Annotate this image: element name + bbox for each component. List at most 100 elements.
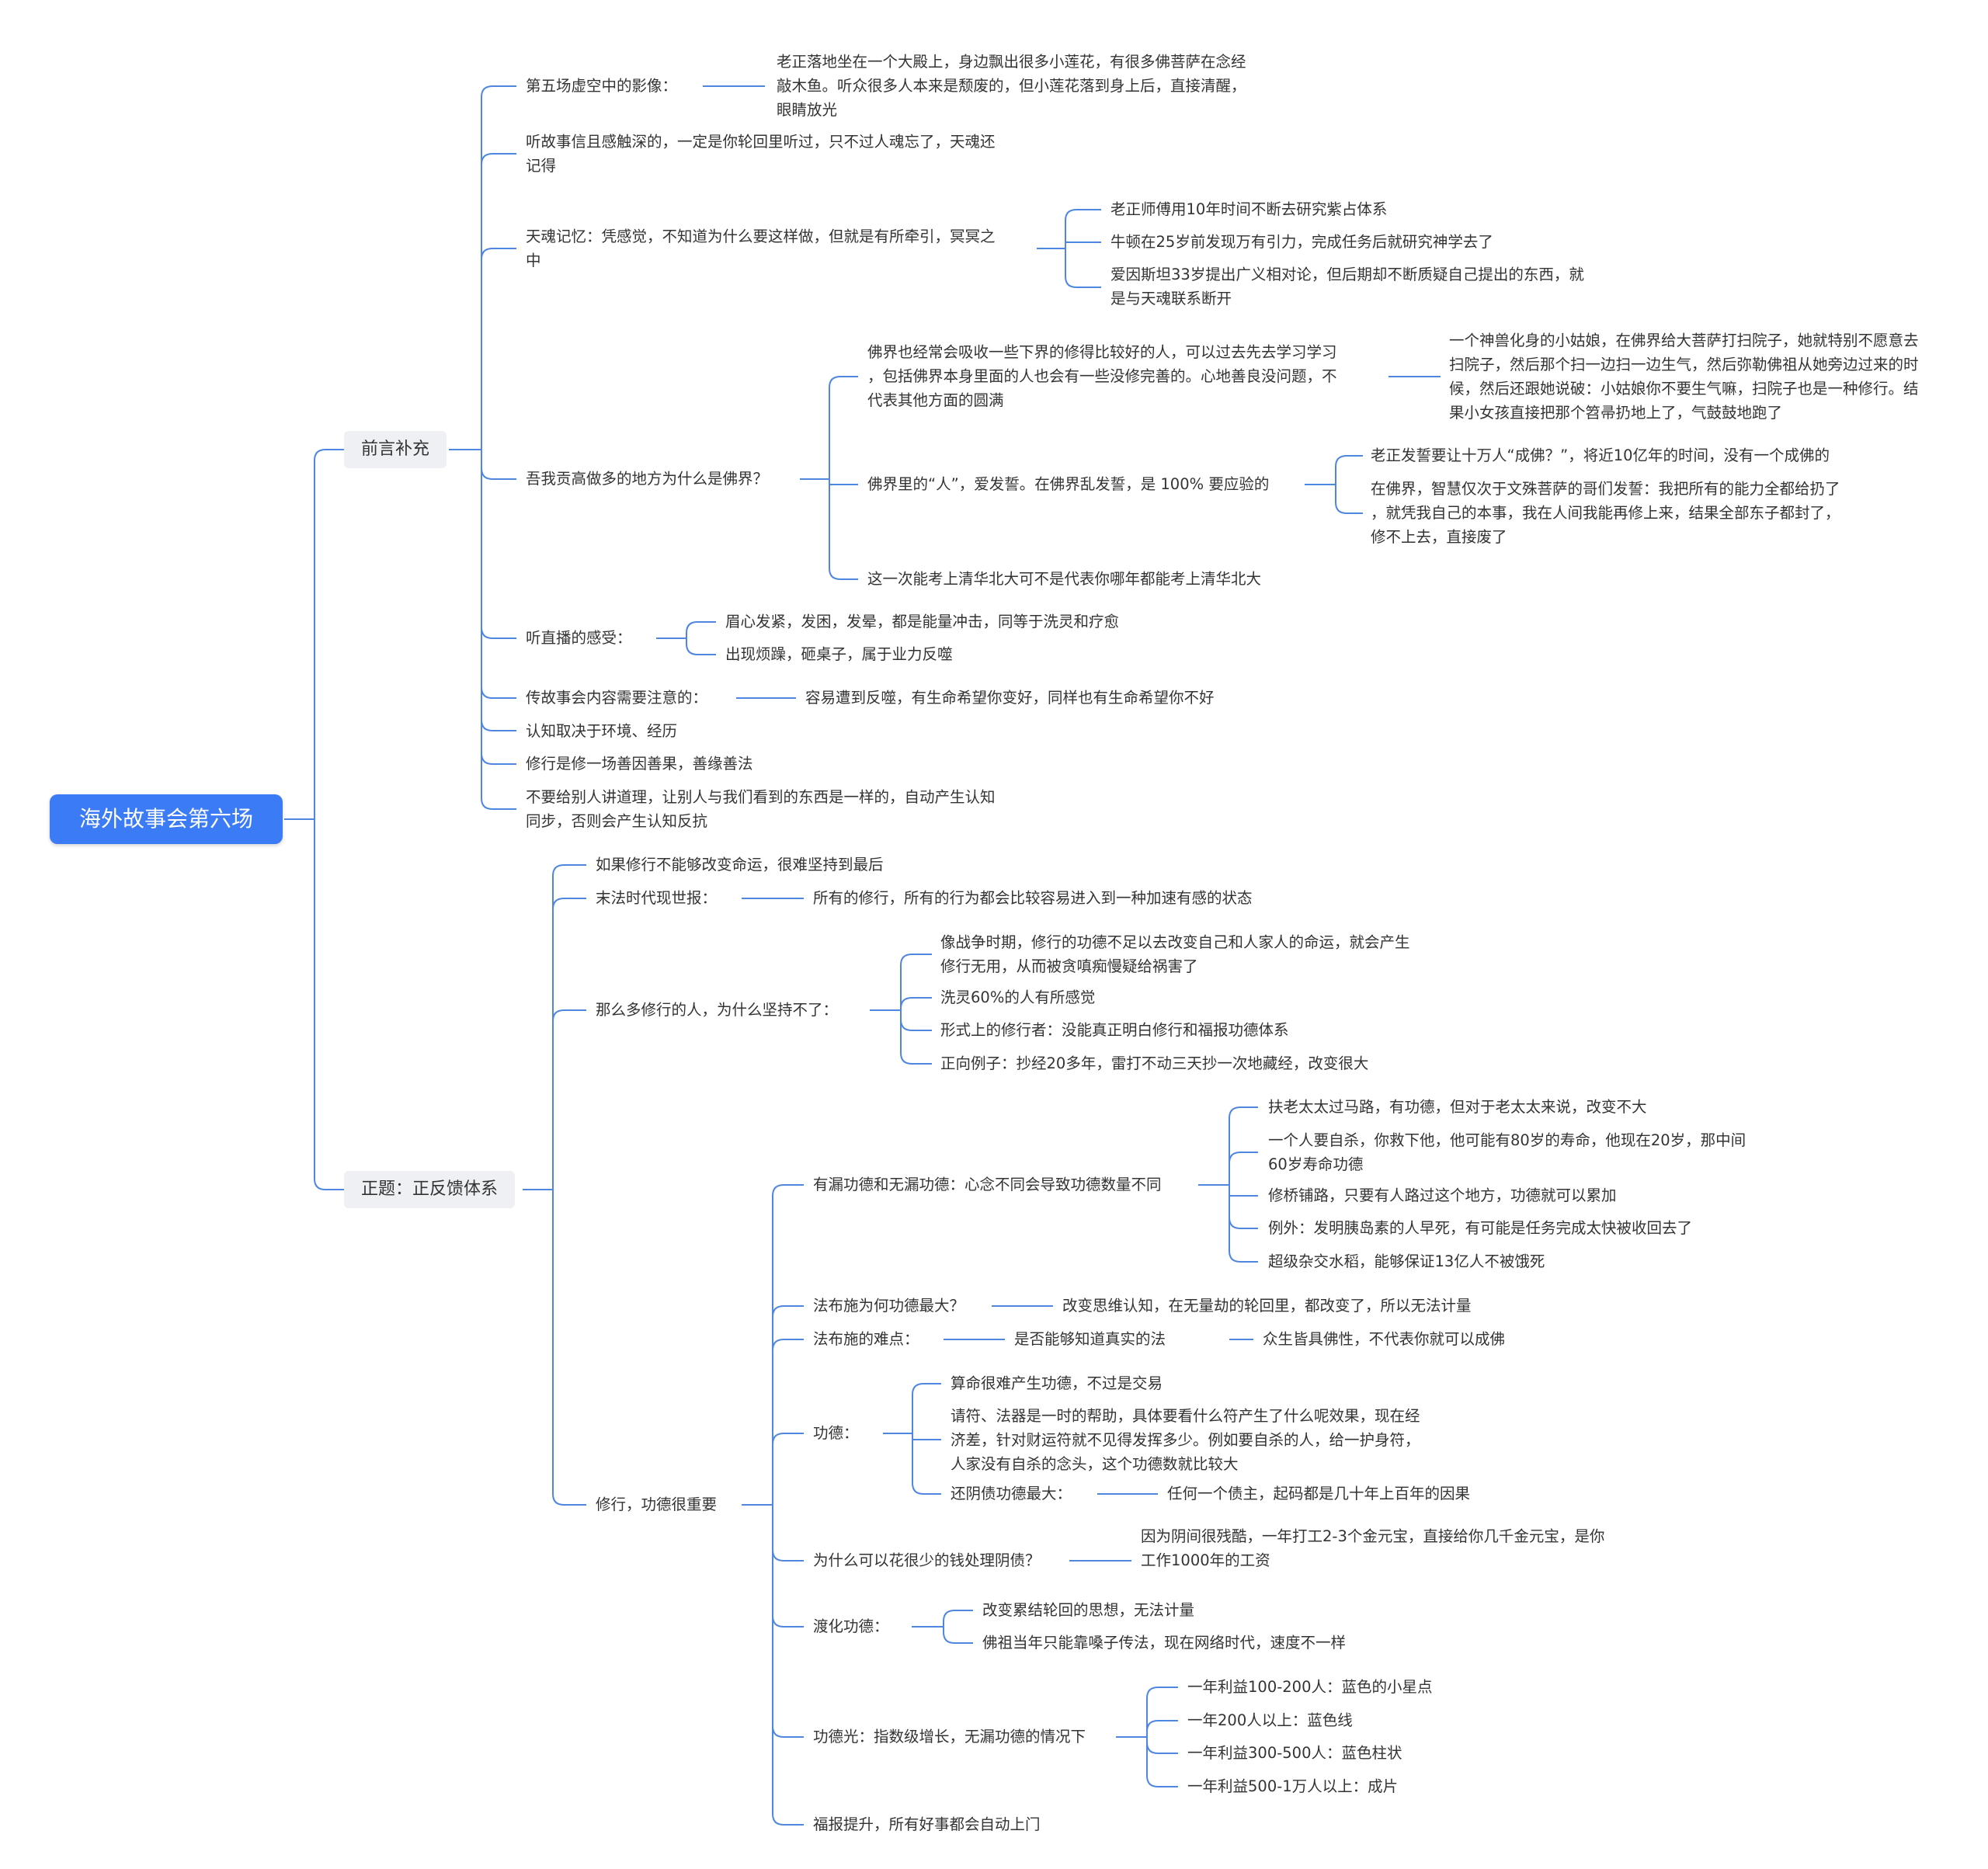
item-oaths-in-buddha-realm[interactable]: 佛界里的“人”，爱发誓。在佛界乱发誓，是 100% 要应验的 [867,475,1270,493]
sub-merit-light[interactable]: 功德光：指数级增长，无漏功德的情况下 [813,1728,1086,1746]
connector-line [481,153,516,165]
item-light-300-500[interactable]: 一年利益300-500人：蓝色柱状 [1187,1744,1402,1762]
text-line: 老正落地坐在一个大殿上，身边飘出很多小莲花，有很多佛菩萨在念经 [777,53,1246,71]
topic-no-preaching[interactable]: 不要给别人讲道理，让别人与我们看到的东西是一样的，自动产生认知同步，否则会产生认… [526,785,996,833]
text-line: 不要给别人讲道理，让别人与我们看到的东西是一样的，自动产生认知 [526,788,996,806]
detail-true-dharma[interactable]: 是否能够知道真实的法 [1014,1330,1166,1348]
text-line: 中 [526,252,541,269]
connector-line [1146,1775,1178,1787]
item-repay-yin-debt[interactable]: 还阴债功德最大： [951,1485,1072,1502]
text-line: 因为阴间很残酷，一年打工2-3个金元宝，直接给你几千金元宝，是你 [1141,1527,1605,1545]
connector-line [1146,1720,1178,1732]
text-line: 一个神兽化身的小姑娘，在佛界给大菩萨打扫院子，她就特别不愿意去 [1449,332,1919,349]
text-line: 修不上去，直接废了 [1371,528,1507,546]
topic-cognition-environment[interactable]: 认知取决于环境、经历 [526,722,678,740]
topic-cultivation-good-cause[interactable]: 修行是修一场善因善果，善缘善法 [526,755,753,773]
item-build-bridges[interactable]: 修桥铺路，只要有人路过这个地方，功德就可以累加 [1268,1186,1617,1204]
connector-line [314,449,344,461]
detail-dharma-giving-greatest[interactable]: 改变思维认知，在无量劫的轮回里，都改变了，所以无法计量 [1062,1297,1472,1315]
topic-buddha-realm-question[interactable]: 吾我贡高做多的地方为什么是佛界？ [526,470,769,488]
topic-merit-important[interactable]: 修行，功德很重要 [596,1496,718,1513]
connector-line [481,719,516,731]
item-help-old-lady[interactable]: 扶老太太过马路，有功德，但对于老太太来说，改变不大 [1268,1098,1647,1116]
item-newton[interactable]: 牛顿在25岁前发现万有引力，完成任务后就研究神学去了 [1110,233,1493,251]
connector-line [552,1009,586,1022]
item-oath-hundred-thousand[interactable]: 老正发誓要让十万人“成佛？”，将近10亿年的时间，没有一个成佛的 [1371,446,1830,464]
item-exam-analogy[interactable]: 这一次能考上清华北大可不是代表你哪年都能考上清华北大 [867,570,1262,588]
topic-change-destiny[interactable]: 如果修行不能够改变命运，很难坚持到最后 [596,856,884,874]
sub-merit-types[interactable]: 有漏功德和无漏功德：心念不同会导致功德数量不同 [813,1176,1162,1193]
connector-line [900,1019,932,1031]
text-line: 果小女孩直接把那个笤帚扔地上了，气鼓鼓地跑了 [1449,404,1783,422]
item-hybrid-rice[interactable]: 超级杂交水稻，能够保证13亿人不被饿死 [1268,1252,1545,1270]
topic-heaven-soul-memory[interactable]: 天魂记忆：凭感觉，不知道为什么要这样做，但就是有所牵引，冥冥之中 [526,224,996,273]
item-cleansing-60[interactable]: 洗灵60%的人有所感觉 [940,988,1096,1006]
detail-creditor-karma[interactable]: 任何一个债主，起码都是几十年上百年的因果 [1167,1485,1471,1502]
item-war-period[interactable]: 像战争时期，修行的功德不足以去改变自己和人家人的命运，就会产生修行无用，从而被贪… [940,930,1410,978]
connector-line [481,752,516,765]
connector-line [772,1433,804,1445]
item-insulin-inventor[interactable]: 例外：发明胰岛素的人早死，有可能是任务完成太快被收回去了 [1268,1219,1693,1237]
topic-heaven-soul-remembers[interactable]: 听故事信且感触深的，一定是你轮回里听过，只不过人魂忘了，天魂还记得 [526,130,996,178]
text-line: 天魂记忆：凭感觉，不知道为什么要这样做，但就是有所牵引，冥冥之 [526,228,996,245]
connector-line [552,864,586,877]
item-fortune-telling[interactable]: 算命很难产生功德，不过是交易 [951,1374,1163,1392]
topic-instant-karma[interactable]: 末法时代现世报： [596,889,718,907]
connector-line [943,1610,973,1622]
connector-line [481,686,516,699]
connector-line [1335,455,1363,467]
topic-spreading-caution[interactable]: 传故事会内容需要注意的： [526,689,708,707]
connector-line [943,1631,973,1644]
detail-yin-debt-cost[interactable]: 因为阴间很残酷，一年打工2-3个金元宝，直接给你几千金元宝，是你工作1000年的… [1141,1524,1604,1572]
connector-line [552,1493,586,1506]
item-positive-example[interactable]: 正向例子：抄经20多年，雷打不动三天抄一次地藏经，改变很大 [940,1054,1369,1072]
item-light-100-200[interactable]: 一年利益100-200人：蓝色的小星点 [1187,1678,1433,1696]
root-node[interactable]: 海外故事会第六场 [50,794,283,844]
connector-line [1229,1106,1258,1119]
connector-line [1065,276,1101,288]
connector-line [772,1184,804,1197]
detail-vision-fifth-session[interactable]: 老正落地坐在一个大殿上，身边飘出很多小莲花，有很多佛菩萨在念经敲木鱼。听众很多人… [777,50,1246,122]
branch-node-main-topic[interactable]: 正题：正反馈体系 [344,1171,516,1208]
text-line: 眼睛放光 [777,101,838,119]
connector-line [686,621,716,634]
item-talismans[interactable]: 请符、法器是一时的帮助，具体要看什么符产生了什么呢效果，现在经济差，针对财运符就… [951,1404,1420,1476]
sub-dharma-giving-difficulty[interactable]: 法布施的难点： [813,1330,919,1348]
connector-line [900,1052,932,1065]
branch-node-preface[interactable]: 前言补充 [344,431,447,468]
connector-line [900,997,932,1009]
item-little-girl-story[interactable]: 一个神兽化身的小姑娘，在佛界给大菩萨打扫院子，她就特别不愿意去扫院子，然后那个扫… [1449,328,1919,425]
item-karma-backlash[interactable]: 出现烦躁，砸桌子，属于业力反噬 [725,645,953,663]
text-line: 佛界也经常会吸收一些下界的修得比较好的人，可以过去先去学习学习 [867,343,1337,361]
item-master-research[interactable]: 老正师傅用10年时间不断去研究紫占体系 [1110,200,1388,218]
sub-dharma-giving-greatest[interactable]: 法布施为何功德最大？ [813,1297,965,1315]
item-energy-impact[interactable]: 眉心发紧，发困，发晕，都是能量冲击，同等于洗灵和疗愈 [725,613,1120,631]
connector-line [772,1725,804,1738]
sub-deliverance-merit[interactable]: 渡化功德： [813,1617,889,1635]
text-line: 济差，针对财运符就不见得发挥多少。例如要自杀的人，给一护身符， [951,1431,1420,1449]
text-line: 代表其他方面的圆满 [867,391,1004,409]
detail-instant-karma[interactable]: 所有的修行，所有的行为都会比较容易进入到一种加速有感的状态 [813,889,1253,907]
topic-vision-fifth-session[interactable]: 第五场虚空中的影像： [526,77,678,95]
sub-merit[interactable]: 功德： [813,1424,859,1442]
item-light-200-plus[interactable]: 一年200人以上：蓝色线 [1187,1711,1353,1729]
topic-why-cannot-persist[interactable]: 那么多修行的人，为什么坚持不了： [596,1001,839,1019]
detail-spreading-caution[interactable]: 容易遭到反噬，有生命希望你变好，同样也有生命希望你不好 [805,689,1215,707]
item-buddha-realm-absorbs[interactable]: 佛界也经常会吸收一些下界的修得比较好的人，可以过去先去学习学习 ，包括佛界本身里面… [867,340,1337,412]
connector-line [1065,209,1101,221]
item-oath-wisdom[interactable]: 在佛界，智慧仅次于文殊菩萨的哥们发誓：我把所有的能力全都给扔了，就凭我自己的本事… [1371,477,1840,549]
detail-buddha-nature[interactable]: 众生皆具佛性，不代表你就可以成佛 [1263,1330,1506,1348]
connector-line [772,1615,804,1628]
item-change-reincarnation-thought[interactable]: 改变累结轮回的思想，无法计量 [982,1601,1195,1619]
sub-yin-debt-cost[interactable]: 为什么可以花很少的钱处理阴债？ [813,1551,1041,1569]
item-internet-era[interactable]: 佛祖当年只能靠嗓子传法，现在网络时代，速度不一样 [982,1634,1347,1652]
item-formal-practitioner[interactable]: 形式上的修行者：没能真正明白修行和福报功德体系 [940,1021,1289,1039]
sub-blessing-increase[interactable]: 福报提升，所有好事都会自动上门 [813,1815,1041,1833]
topic-live-stream-feelings[interactable]: 听直播的感受： [526,629,632,647]
item-light-500-plus[interactable]: 一年利益500-1万人以上：成片 [1187,1777,1399,1795]
text-line: ，包括佛界本身里面的人也会有一些没修完善的。心地善良没问题，不 [867,367,1337,385]
item-einstein[interactable]: 爱因斯坦33岁提出广义相对论，但后期却不断质疑自己提出的东西，就是与天魂联系断开 [1110,262,1584,311]
text-line: 人家没有自杀的念头，这个功德数就比较大 [951,1455,1239,1473]
